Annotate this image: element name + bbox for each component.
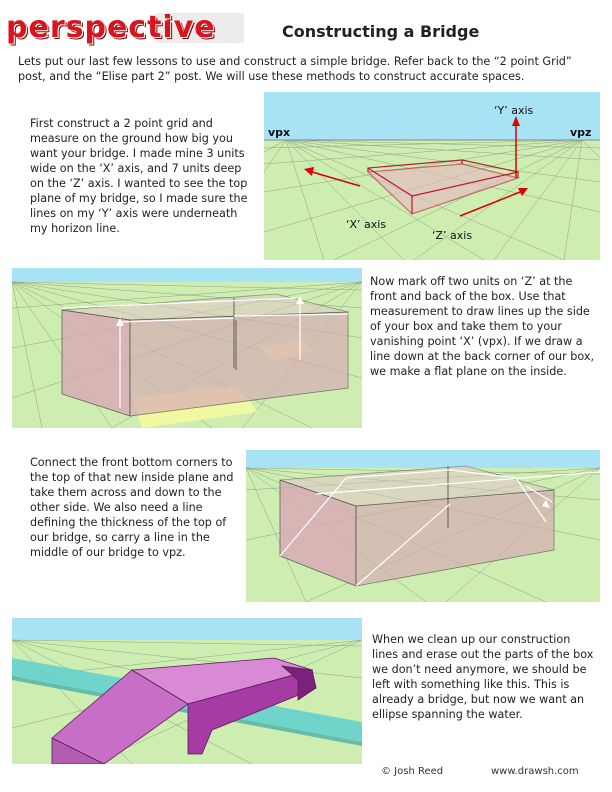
copyright-credit: © Josh Reed bbox=[381, 766, 443, 777]
construction-diagram bbox=[246, 450, 600, 602]
x-axis-label: ‘X’ axis bbox=[346, 218, 386, 231]
step-4-text: When we clean up our construction lines … bbox=[372, 632, 597, 722]
intro-paragraph: Lets put our last few lessons to use and… bbox=[18, 54, 594, 84]
perspective-logo: perspective bbox=[6, 8, 238, 48]
step-1-text: First construct a 2 point grid and measu… bbox=[30, 116, 258, 236]
site-url[interactable]: www.drawsh.com bbox=[491, 766, 579, 777]
page-title: Constructing a Bridge bbox=[282, 22, 479, 41]
grid-diagram: vpx vpz ‘Y’ axis ‘X’ axis ‘Z’ axis bbox=[264, 92, 600, 260]
y-axis-label: ‘Y’ axis bbox=[494, 104, 534, 117]
step-3-text: Connect the front bottom corners to the … bbox=[30, 455, 240, 560]
logo-text: perspective bbox=[6, 8, 238, 48]
z-axis-label: ‘Z’ axis bbox=[432, 229, 472, 242]
step-2-text: Now mark off two units on ‘Z’ at the fro… bbox=[370, 274, 598, 379]
box-mark-diagram bbox=[12, 268, 362, 428]
vpz-label: vpz bbox=[570, 126, 591, 139]
bridge-diagram bbox=[12, 618, 362, 764]
vpx-label: vpx bbox=[268, 126, 290, 139]
sky bbox=[264, 92, 600, 140]
